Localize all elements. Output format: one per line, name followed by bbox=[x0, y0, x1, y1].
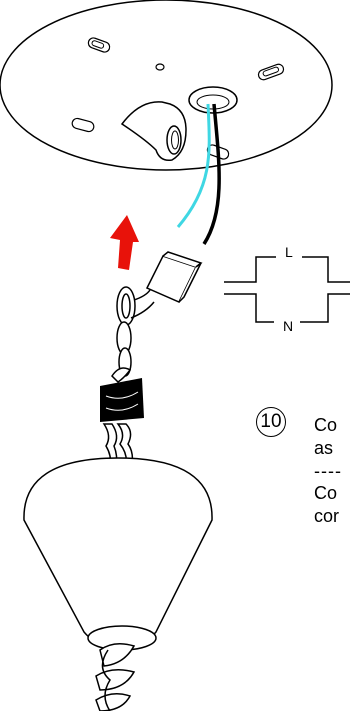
instruction-text: Co as ---- Co cor bbox=[314, 414, 350, 528]
instruction-line: as bbox=[314, 438, 334, 458]
cable-sleeve bbox=[100, 378, 144, 422]
instruction-line: Co bbox=[314, 483, 338, 503]
twisted-cable-lower bbox=[95, 643, 136, 711]
red-arrow bbox=[110, 215, 139, 270]
wiring-schematic bbox=[224, 256, 350, 323]
hook-bracket bbox=[120, 101, 187, 162]
terminal-block bbox=[145, 251, 203, 303]
terminal-label-live: L bbox=[285, 244, 293, 260]
instruction-separator: ---- bbox=[314, 461, 342, 481]
black-wire bbox=[202, 103, 221, 245]
instruction-line: Co bbox=[314, 415, 338, 435]
terminal-label-neutral: N bbox=[283, 318, 294, 334]
mounting-slot bbox=[87, 37, 111, 53]
instruction-line: cor bbox=[314, 506, 340, 526]
ceiling-plate bbox=[0, 0, 333, 171]
chain bbox=[116, 286, 155, 377]
blue-wire bbox=[176, 103, 211, 228]
ceiling-cone bbox=[23, 457, 213, 653]
step-number-badge: 10 bbox=[256, 407, 286, 437]
twisted-cable bbox=[102, 367, 134, 467]
mounting-slot bbox=[257, 63, 285, 81]
mounting-slot bbox=[71, 117, 95, 133]
